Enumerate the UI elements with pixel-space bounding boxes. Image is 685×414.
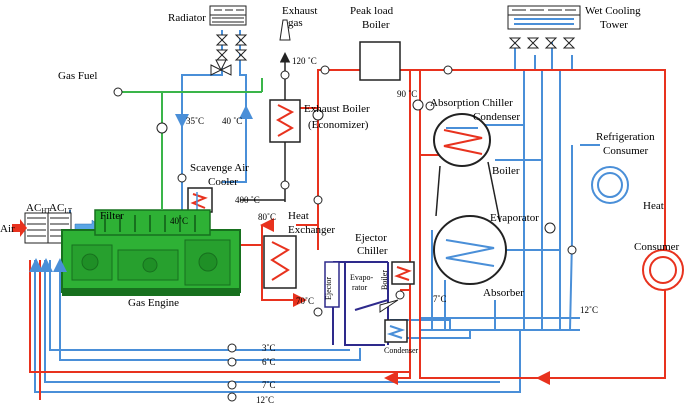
absorption-boiler-label: Boiler (492, 165, 520, 177)
ejector-evaporator-label-2: rator (352, 283, 367, 292)
temp-12-right: 12˚C (580, 305, 598, 315)
temp-40-top: 40 ˚C (222, 116, 242, 126)
heat-consumer-label-2: Consumer (634, 241, 680, 253)
refrigeration-consumer-label: Refrigeration (596, 131, 655, 143)
three-way-valve-icon (210, 59, 232, 76)
refrigeration-consumer (591, 166, 629, 204)
exhaust-gas-label: Exhaust (282, 5, 317, 17)
radiator-unit (209, 5, 247, 26)
temp-6: 6˚C (262, 357, 276, 367)
ejector-label: Ejector (324, 277, 333, 300)
exhaust-fan-icon (280, 70, 290, 190)
wet-cooling-tower-unit (507, 5, 581, 30)
refrigeration-consumer-label-2: Consumer (603, 145, 649, 157)
peak-load-boiler-label-2: Boiler (362, 19, 390, 31)
temp-7-bottom: 7˚C (262, 380, 276, 390)
exhaust-gas-label-2: gas (288, 17, 303, 29)
exhaust-boiler-label-2: (Economizer) (308, 119, 369, 131)
temp-80: 80˚C (258, 212, 276, 222)
heat-exchanger-label-2: Exchanger (288, 224, 335, 236)
pump-icon (113, 65, 577, 402)
heat-consumer-label: Heat (643, 200, 664, 212)
flow-arrows (29, 105, 550, 385)
ejector-evaporator-label: Evapo- (350, 273, 373, 282)
temp-120: 120 ˚C (292, 56, 317, 66)
temp-90: 90 ˚C (397, 89, 417, 99)
ejector-chiller (324, 261, 415, 343)
temp-7-right: 7˚C (433, 294, 447, 304)
absorption-evaporator-label: Evaporator (490, 212, 539, 224)
ejector-condenser-label: Condenser (384, 346, 419, 355)
exhaust-boiler (269, 99, 301, 143)
peak-load-boiler-label: Peak load (350, 5, 394, 17)
exhaust-stack (279, 19, 291, 41)
temp-3: 3˚C (262, 343, 276, 353)
temp-35: 35˚C (186, 116, 204, 126)
cold-water-pipes (34, 30, 600, 393)
exhaust-boiler-label: Exhaust Boiler (304, 103, 370, 115)
absorber-label: Absorber (483, 287, 524, 299)
gas-fuel-label: Gas Fuel (58, 70, 97, 82)
heat-exchanger (263, 235, 297, 289)
temp-40-mid: 40˚C (170, 216, 188, 226)
peak-load-boiler (359, 41, 401, 81)
ejector-chiller-label-2: Chiller (357, 245, 388, 257)
scavenge-air-cooler (187, 187, 213, 213)
gas-engine-label: Gas Engine (128, 297, 179, 309)
temp-70: 70˚C (296, 296, 314, 306)
filter-label: Filter (100, 210, 124, 222)
valve-icon (215, 34, 248, 61)
absorption-chiller (433, 113, 507, 285)
ejector-boiler-label: Boiler (380, 270, 389, 290)
ejector-chiller-label: Ejector (355, 232, 387, 244)
wet-cooling-tower-label: Wet Cooling (585, 5, 641, 17)
scavenge-air-cooler-label-2: Cooler (208, 176, 238, 188)
gas-engine (61, 209, 241, 296)
scavenge-air-cooler-label: Scavenge Air (190, 162, 249, 174)
valve-icon (508, 37, 576, 49)
temp-12-bottom: 12˚C (256, 395, 274, 405)
valve-icon (156, 99, 556, 234)
air-label: Air (0, 223, 15, 235)
ac-ht-label: ACHT (26, 202, 51, 215)
absorption-chiller-label: Absorption Chiller (430, 97, 513, 109)
air-inlet-arrow (12, 219, 27, 237)
heat-consumer (642, 249, 684, 291)
temp-400: 400 ˚C (235, 195, 260, 205)
absorption-condenser-label: Condenser (473, 111, 520, 123)
wet-cooling-tower-label-2: Tower (600, 19, 628, 31)
gas-fuel-pipe (118, 78, 263, 205)
radiator-label: Radiator (168, 12, 206, 24)
ac-lt-label: ACLT (49, 202, 73, 215)
heat-exchanger-label: Heat (288, 210, 309, 222)
